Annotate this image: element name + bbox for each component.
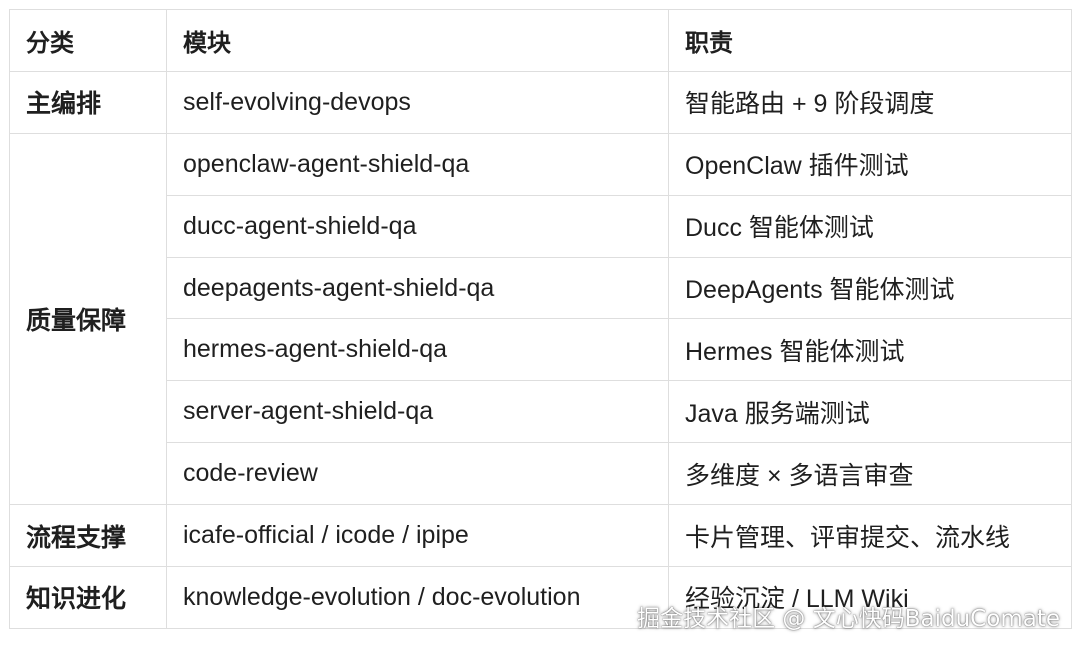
responsibility-cell: 经验沉淀 / LLM Wiki xyxy=(668,566,1072,629)
header-responsibility: 职责 xyxy=(668,9,1072,72)
responsibility-cell: Hermes 智能体测试 xyxy=(668,318,1072,382)
module-cell: code-review xyxy=(166,442,669,506)
module-cell: hermes-agent-shield-qa xyxy=(166,318,669,382)
module-cell: knowledge-evolution / doc-evolution xyxy=(166,566,669,629)
header-module: 模块 xyxy=(166,9,669,72)
table-row: code-review 多维度 × 多语言审查 xyxy=(10,442,1072,506)
table-row: deepagents-agent-shield-qa DeepAgents 智能… xyxy=(10,256,1072,320)
table-header-row: 分类 模块 职责 xyxy=(9,9,1072,72)
responsibility-cell: Java 服务端测试 xyxy=(668,380,1072,444)
table-row: 质量保障 openclaw-agent-shield-qa OpenClaw 插… xyxy=(9,132,1072,506)
category-cell: 质量保障 xyxy=(9,132,167,506)
responsibility-cell: DeepAgents 智能体测试 xyxy=(668,256,1072,320)
responsibility-cell: OpenClaw 插件测试 xyxy=(668,132,1072,196)
category-cell: 流程支撑 xyxy=(9,504,167,568)
table-row: 知识进化 knowledge-evolution / doc-evolution… xyxy=(9,566,1072,629)
responsibility-cell: Ducc 智能体测试 xyxy=(668,194,1072,258)
table-row: hermes-agent-shield-qa Hermes 智能体测试 xyxy=(10,318,1072,382)
module-cell: deepagents-agent-shield-qa xyxy=(166,256,669,320)
module-cell: icafe-official / icode / ipipe xyxy=(166,504,669,568)
table-row: ducc-agent-shield-qa Ducc 智能体测试 xyxy=(10,194,1072,258)
module-table: 分类 模块 职责 主编排 self-evolving-devops 智能路由 +… xyxy=(9,9,1072,629)
category-cell: 知识进化 xyxy=(9,566,167,629)
table-row: 主编排 self-evolving-devops 智能路由 + 9 阶段调度 xyxy=(9,70,1072,134)
module-cell: ducc-agent-shield-qa xyxy=(166,194,669,258)
responsibility-cell: 多维度 × 多语言审查 xyxy=(668,442,1072,506)
module-cell: self-evolving-devops xyxy=(166,70,669,134)
responsibility-cell: 卡片管理、评审提交、流水线 xyxy=(668,504,1072,568)
table-row: server-agent-shield-qa Java 服务端测试 xyxy=(10,380,1072,444)
category-cell: 主编排 xyxy=(9,70,167,134)
header-category: 分类 xyxy=(9,9,167,72)
module-cell: openclaw-agent-shield-qa xyxy=(166,132,669,196)
responsibility-cell: 智能路由 + 9 阶段调度 xyxy=(668,70,1072,134)
watermark: 掘金技术社区 @ 文心快码BaiduComate xyxy=(637,606,1060,632)
module-cell: server-agent-shield-qa xyxy=(166,380,669,444)
table-row: 流程支撑 icafe-official / icode / ipipe 卡片管理… xyxy=(9,504,1072,568)
